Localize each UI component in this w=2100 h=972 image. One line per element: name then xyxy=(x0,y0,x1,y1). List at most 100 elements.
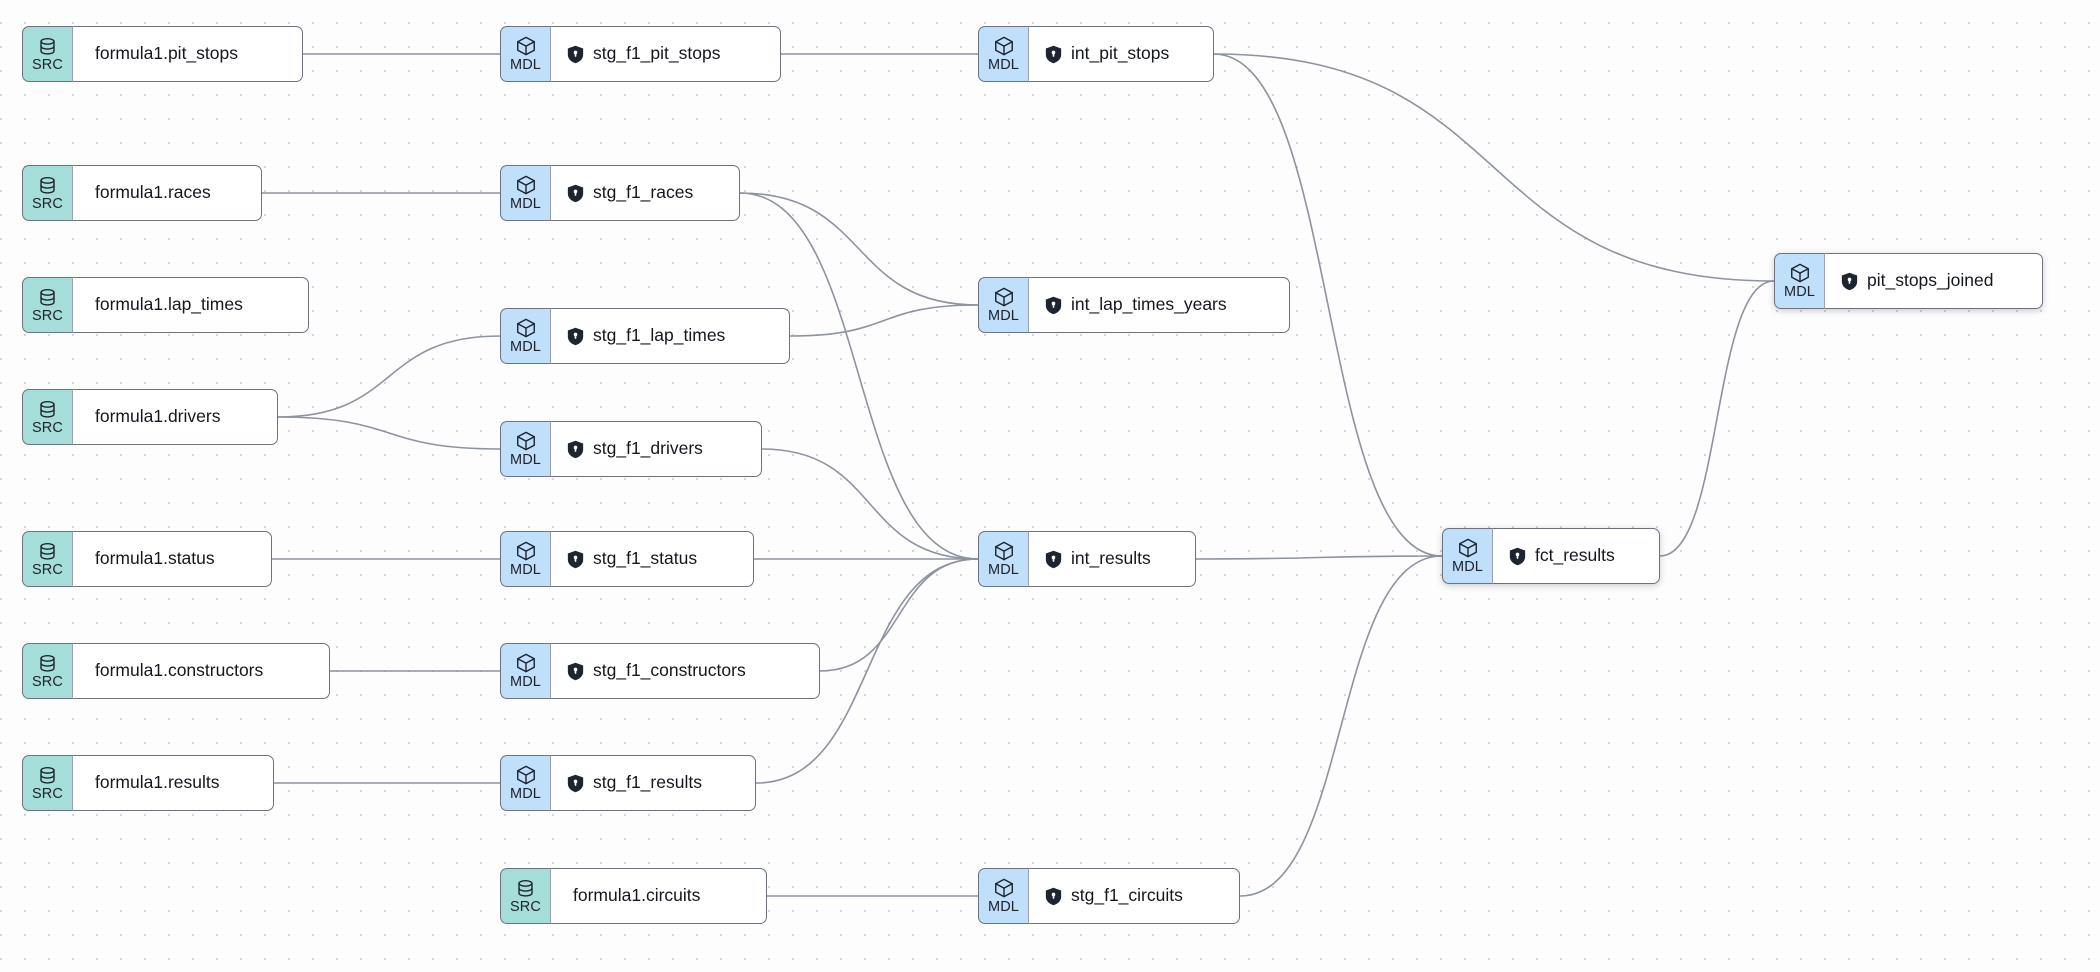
graph-node-stg_constructors[interactable]: MDL stg_f1_constructors xyxy=(500,643,820,699)
shield-lock-icon xyxy=(567,45,584,64)
model-badge: MDL xyxy=(500,308,550,364)
graph-node-stg_races[interactable]: MDL stg_f1_races xyxy=(500,165,740,221)
edge-stg_circuits-to-fct_results xyxy=(1239,555,1443,897)
node-label: formula1.drivers xyxy=(95,406,221,427)
source-badge: SRC xyxy=(500,868,550,924)
node-label: int_lap_times_years xyxy=(1071,294,1227,315)
badge-label: MDL xyxy=(988,562,1019,579)
node-body[interactable]: int_results xyxy=(1028,531,1196,587)
node-body[interactable]: stg_f1_results xyxy=(550,755,756,811)
node-label: stg_f1_results xyxy=(593,772,702,793)
graph-node-src_pit_stops[interactable]: SRC formula1.pit_stops xyxy=(22,26,303,82)
node-body[interactable]: stg_f1_pit_stops xyxy=(550,26,781,82)
model-badge: MDL xyxy=(1442,528,1492,584)
badge-label: MDL xyxy=(510,339,541,356)
edge-int_pit_stops-to-pit_stops_joined xyxy=(1213,53,1775,282)
graph-node-stg_lap_times[interactable]: MDL stg_f1_lap_times xyxy=(500,308,790,364)
edge-stg_lap_times-to-int_lap_times_years xyxy=(789,304,979,337)
node-label: formula1.results xyxy=(95,772,220,793)
badge-label: MDL xyxy=(510,57,541,74)
shield-lock-icon xyxy=(567,327,584,345)
model-badge: MDL xyxy=(500,531,550,587)
graph-node-src_lap_times[interactable]: SRC formula1.lap_times xyxy=(22,277,309,333)
node-body[interactable]: int_lap_times_years xyxy=(1028,277,1290,333)
badge-label: SRC xyxy=(32,56,63,73)
cube-icon xyxy=(515,430,537,452)
node-body[interactable]: formula1.drivers xyxy=(72,389,278,445)
graph-node-int_lap_times_years[interactable]: MDL int_lap_times_years xyxy=(978,277,1290,333)
shield-lock-icon xyxy=(567,550,584,568)
node-body[interactable]: stg_f1_circuits xyxy=(1028,868,1240,924)
graph-node-fct_results[interactable]: MDL fct_results xyxy=(1442,528,1660,584)
model-badge: MDL xyxy=(500,26,550,82)
badge-label: MDL xyxy=(1452,559,1483,576)
shield-lock-icon xyxy=(1509,547,1526,566)
model-badge: MDL xyxy=(978,277,1028,333)
edge-src_drivers-to-stg_lap_times xyxy=(277,335,501,418)
node-body[interactable]: stg_f1_status xyxy=(550,531,754,587)
shield-lock-icon xyxy=(567,45,584,63)
database-cylinder-icon xyxy=(37,541,58,562)
node-body[interactable]: formula1.constructors xyxy=(72,643,330,699)
shield-lock-icon xyxy=(1841,272,1858,290)
shield-lock-icon xyxy=(567,184,584,203)
database-cylinder-icon xyxy=(37,399,58,420)
graph-node-src_constructors[interactable]: SRC formula1.constructors xyxy=(22,643,330,699)
cube-icon xyxy=(1457,537,1479,559)
cube-icon xyxy=(1789,262,1811,284)
database-cylinder-icon xyxy=(37,653,58,674)
model-badge: MDL xyxy=(1774,253,1824,309)
graph-node-pit_stops_joined[interactable]: MDL pit_stops_joined xyxy=(1774,253,2043,309)
badge-label: MDL xyxy=(1784,284,1815,301)
edge-src_drivers-to-stg_drivers xyxy=(277,416,501,450)
node-label: stg_f1_circuits xyxy=(1071,885,1183,906)
badge-label: SRC xyxy=(32,673,63,690)
edge-stg_drivers-to-int_results xyxy=(761,448,979,560)
node-label: formula1.circuits xyxy=(573,885,701,906)
node-body[interactable]: formula1.races xyxy=(72,165,262,221)
cube-icon xyxy=(515,174,537,196)
node-body[interactable]: formula1.circuits xyxy=(550,868,767,924)
cube-icon xyxy=(515,764,537,786)
node-body[interactable]: formula1.pit_stops xyxy=(72,26,303,82)
graph-node-stg_pit_stops[interactable]: MDL stg_f1_pit_stops xyxy=(500,26,781,82)
graph-node-int_pit_stops[interactable]: MDL int_pit_stops xyxy=(978,26,1214,82)
node-body[interactable]: stg_f1_races xyxy=(550,165,740,221)
node-body[interactable]: stg_f1_drivers xyxy=(550,421,762,477)
badge-label: MDL xyxy=(988,57,1019,74)
shield-lock-icon xyxy=(567,327,584,346)
shield-lock-icon xyxy=(1045,45,1062,64)
node-label: int_pit_stops xyxy=(1071,43,1170,64)
node-label: int_results xyxy=(1071,548,1151,569)
cube-icon xyxy=(993,286,1015,308)
node-label: stg_f1_pit_stops xyxy=(593,43,721,64)
source-badge: SRC xyxy=(22,643,72,699)
node-body[interactable]: formula1.status xyxy=(72,531,272,587)
cube-icon xyxy=(515,35,537,57)
source-badge: SRC xyxy=(22,277,72,333)
node-body[interactable]: stg_f1_lap_times xyxy=(550,308,790,364)
node-body[interactable]: formula1.lap_times xyxy=(72,277,309,333)
node-body[interactable]: int_pit_stops xyxy=(1028,26,1214,82)
node-body[interactable]: fct_results xyxy=(1492,528,1660,584)
node-body[interactable]: stg_f1_constructors xyxy=(550,643,820,699)
model-badge: MDL xyxy=(500,643,550,699)
badge-label: SRC xyxy=(32,307,63,324)
node-body[interactable]: pit_stops_joined xyxy=(1824,253,2043,309)
graph-node-int_results[interactable]: MDL int_results xyxy=(978,531,1196,587)
badge-label: MDL xyxy=(510,196,541,213)
graph-node-src_circuits[interactable]: SRC formula1.circuits xyxy=(500,868,767,924)
cube-icon xyxy=(515,652,537,674)
node-body[interactable]: formula1.results xyxy=(72,755,274,811)
node-label: stg_f1_constructors xyxy=(593,660,746,681)
